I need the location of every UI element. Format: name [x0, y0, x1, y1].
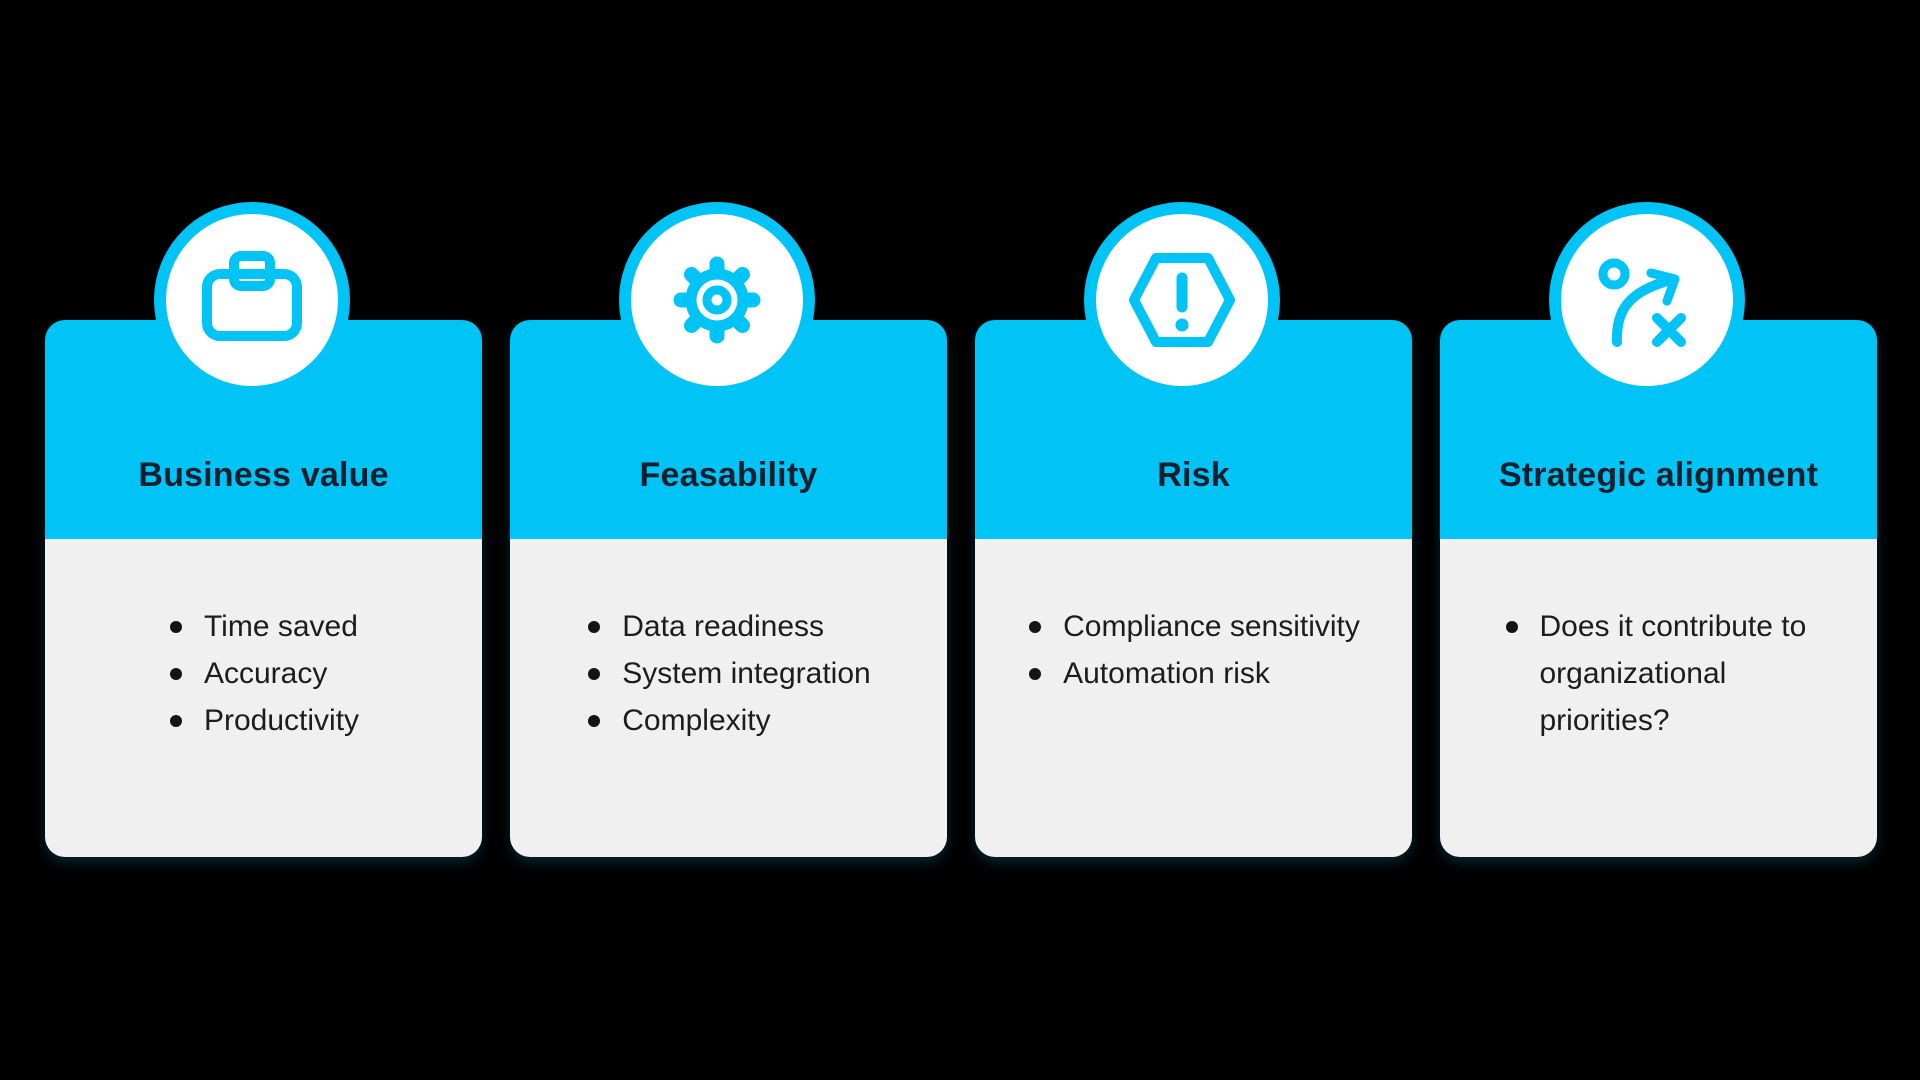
card-risk: Risk Compliance sensitivity Automation r…: [975, 202, 1412, 857]
card-body: Compliance sensitivity Automation risk: [975, 539, 1412, 857]
card-body: Data readiness System integration Comple…: [510, 539, 947, 857]
card-body: Does it contribute to organizational pri…: [1440, 539, 1877, 857]
card-title: Risk: [1157, 456, 1230, 494]
strategy-icon: [1598, 258, 1686, 347]
card-title: Feasability: [639, 456, 818, 494]
card-strategic-alignment: Strategic alignment Does it contribute t…: [1440, 202, 1877, 857]
icon-badge: [1548, 202, 1745, 398]
bullet-item: Accuracy: [168, 650, 359, 697]
bullet-list: Compliance sensitivity Automation risk: [1027, 603, 1360, 697]
bullet-item: Productivity: [168, 697, 359, 744]
card-body: Time saved Accuracy Productivity: [45, 539, 482, 857]
bullet-item: Compliance sensitivity: [1027, 603, 1360, 650]
bullet-list: Does it contribute to organizational pri…: [1504, 603, 1814, 744]
warning-hexagon-icon: [1128, 253, 1235, 347]
card-title: Business value: [138, 456, 389, 494]
icon-badge: [1083, 202, 1280, 398]
icon-badge: [618, 202, 815, 398]
card-feasability: Feasability Data readiness System integr…: [510, 202, 947, 857]
bullet-item: Does it contribute to organizational pri…: [1504, 603, 1814, 744]
bullet-item: Automation risk: [1027, 650, 1360, 697]
cards-row: Business value Time saved Accuracy Produ…: [45, 202, 1877, 857]
card-title: Strategic alignment: [1498, 456, 1819, 494]
bullet-item: System integration: [586, 650, 871, 697]
bullet-item: Data readiness: [586, 603, 870, 650]
bullet-list: Time saved Accuracy Productivity: [168, 603, 359, 744]
icon-badge: [153, 202, 350, 398]
gear-icon: [673, 256, 760, 344]
briefcase-icon: [201, 251, 302, 341]
bullet-item: Time saved: [168, 603, 359, 650]
card-business-value: Business value Time saved Accuracy Produ…: [45, 202, 482, 857]
bullet-list: Data readiness System integration Comple…: [586, 603, 871, 744]
bullet-item: Complexity: [586, 697, 870, 744]
